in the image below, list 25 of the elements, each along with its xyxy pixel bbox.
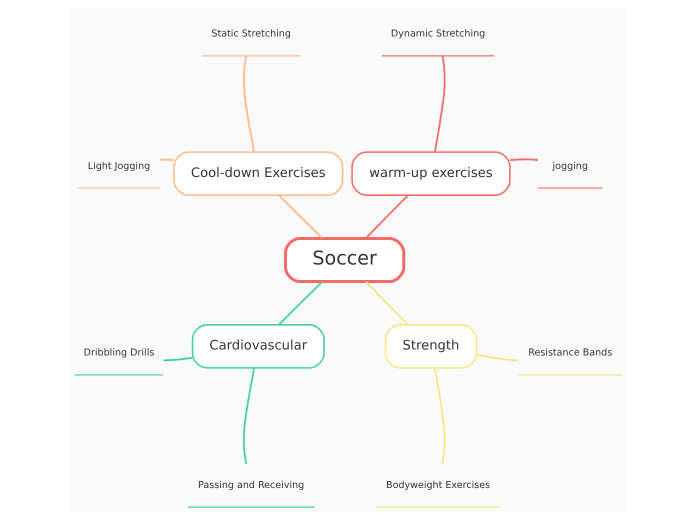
node-text: Passing and Receiving — [198, 480, 304, 491]
connector — [163, 356, 192, 362]
connector — [278, 194, 323, 239]
connector — [434, 56, 446, 152]
node-box: Soccer — [284, 237, 406, 283]
connector — [510, 158, 538, 162]
node-text: jogging — [552, 160, 588, 172]
connector — [365, 281, 409, 326]
node-text: Light Jogging — [88, 160, 150, 172]
connector — [434, 368, 446, 464]
node-box: Strength — [384, 324, 478, 369]
node-text: Bodyweight Exercises — [386, 480, 490, 491]
node-text: Static Stretching — [211, 28, 291, 40]
node-box: Cool-down Exercises — [173, 151, 344, 196]
node-box: Cardiovascular — [192, 324, 325, 369]
node-text: Resistance Bands — [528, 348, 612, 359]
connector — [278, 281, 323, 326]
connector — [160, 158, 174, 161]
connector — [242, 368, 255, 464]
node-box: warm-up exercises — [351, 151, 511, 196]
connector — [365, 194, 409, 239]
connector — [476, 354, 518, 362]
node-text: Dynamic Stretching — [390, 28, 486, 40]
connector — [242, 56, 255, 152]
node-text: Dribbling Drills — [84, 348, 154, 359]
